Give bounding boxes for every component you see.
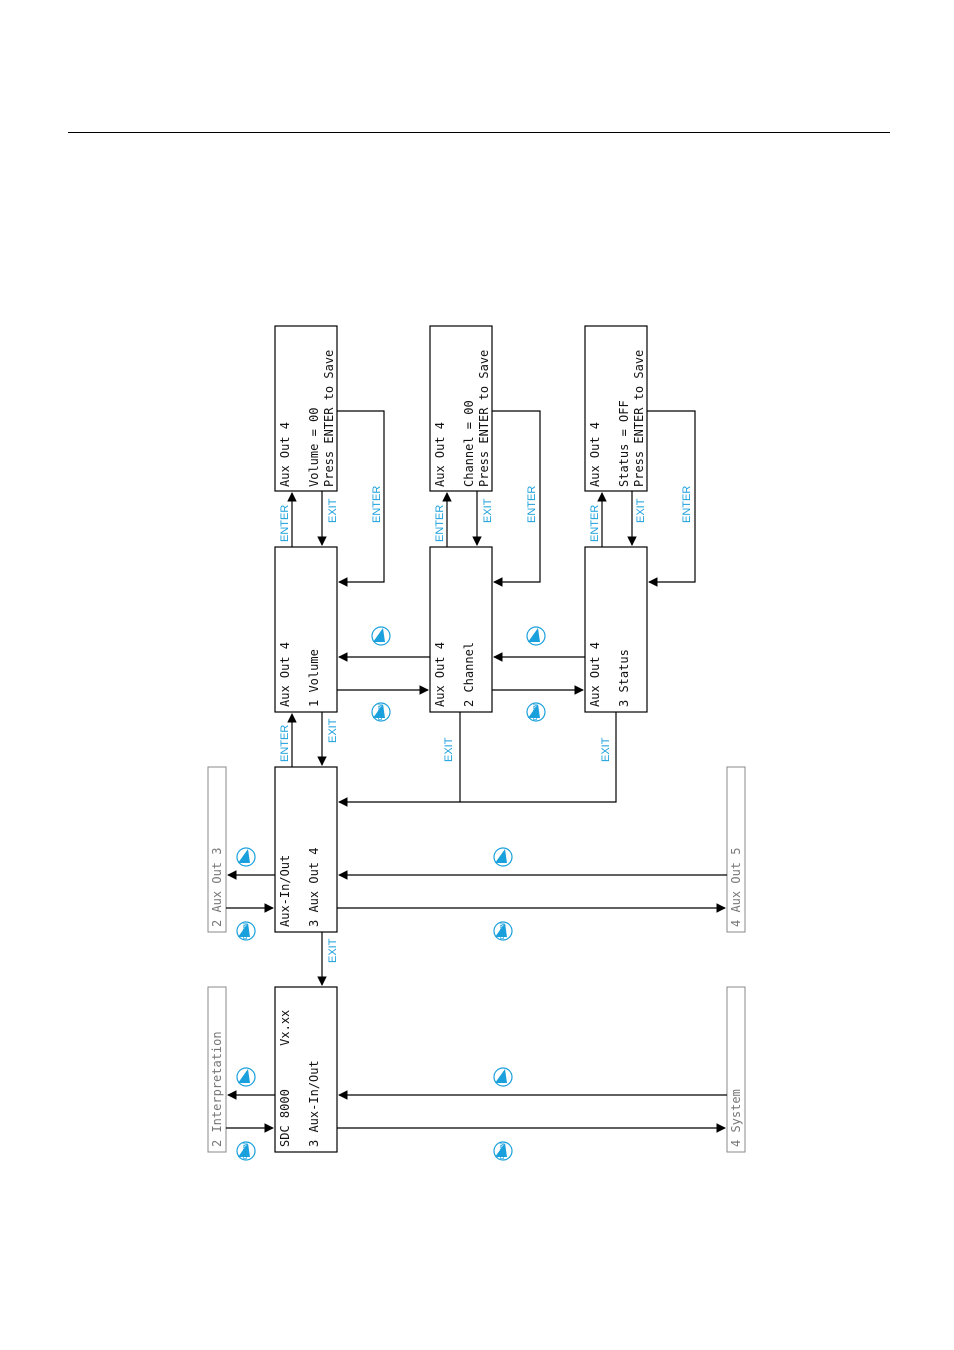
enter-label-volume-save: ENTER <box>371 486 383 523</box>
sdc-line1: SDC 8000 Vx.xx <box>278 1010 292 1147</box>
aux-in-out-box <box>274 766 338 933</box>
exit-label-auxinout: EXIT <box>327 938 339 963</box>
up-button-icon: UP <box>371 626 391 646</box>
next-auxout5-label: 4 Aux Out 5 <box>729 848 743 927</box>
status-edit-line3: Press ENTER to Save <box>632 350 646 487</box>
enter-label-volume-edit: ENTER <box>279 505 291 542</box>
auxinout-row-connectors <box>226 870 727 913</box>
svg-text:UP: UP <box>243 855 249 863</box>
status-enter-exit-connectors <box>597 410 696 587</box>
next-auxout5-box <box>726 766 746 933</box>
sdc-line2: 3 Aux-In/Out <box>307 1060 321 1147</box>
channel-edit-line1: Aux Out 4 <box>433 422 447 487</box>
down-button-icon: DOWN <box>236 921 256 941</box>
channel-line2: 2 Channel <box>462 642 476 707</box>
submenu-exit-connectors <box>338 712 617 807</box>
svg-text:DOWN: DOWN <box>378 704 384 720</box>
down-button-icon: DOWN <box>371 702 391 722</box>
status-edit-line1: Aux Out 4 <box>588 422 602 487</box>
up-button-icon: UP <box>236 1067 256 1087</box>
up-button-icon: UP <box>526 626 546 646</box>
exit-label-volume: EXIT <box>327 718 339 743</box>
status-edit-line2: Status = OFF <box>617 400 631 487</box>
volume-edit-line3: Press ENTER to Save <box>322 350 336 487</box>
down-button-icon: DOWN <box>493 1141 513 1161</box>
svg-text:UP: UP <box>378 634 384 642</box>
prev-auxout3-box <box>207 766 227 933</box>
prev-auxout3-label: 2 Aux Out 3 <box>210 848 224 927</box>
channel-edit-box <box>429 325 493 492</box>
volume-edit-box <box>274 325 338 492</box>
sdc-row-connectors <box>226 1090 727 1133</box>
up-button-icon: UP <box>236 847 256 867</box>
exit-label-volume-edit: EXIT <box>327 498 339 523</box>
prev-interpretation-label: 2 Interpretation <box>210 1031 224 1147</box>
svg-text:UP: UP <box>500 1075 506 1083</box>
channel-edit-line3: Press ENTER to Save <box>477 350 491 487</box>
svg-text:DOWN: DOWN <box>533 704 539 720</box>
down-button-icon: DOWN <box>493 921 513 941</box>
volume-edit-line1: Aux Out 4 <box>278 422 292 487</box>
sdc-box <box>274 986 338 1153</box>
enter-label-status-save: ENTER <box>681 486 693 523</box>
down-button-icon: DOWN <box>236 1141 256 1161</box>
exit-label-status-edit: EXIT <box>635 498 647 523</box>
channel-edit-line2: Channel = 00 <box>462 400 476 487</box>
status-edit-box <box>584 325 648 492</box>
svg-text:UP: UP <box>533 634 539 642</box>
volume-box <box>274 546 338 713</box>
volume-line1: Aux Out 4 <box>278 642 292 707</box>
volume-enter-exit-connectors <box>287 410 385 587</box>
enter-label-volume: ENTER <box>279 725 291 762</box>
svg-text:DOWN: DOWN <box>243 923 249 939</box>
status-line1: Aux Out 4 <box>588 642 602 707</box>
header-rule <box>68 132 890 133</box>
down-button-icon: DOWN <box>526 702 546 722</box>
exit-label-status: EXIT <box>600 737 612 762</box>
svg-text:DOWN: DOWN <box>500 1143 506 1159</box>
exit-label-channel: EXIT <box>443 737 455 762</box>
status-line2: 3 Status <box>617 649 631 707</box>
volume-edit-line2: Volume = 00 <box>307 408 321 487</box>
svg-text:UP: UP <box>500 855 506 863</box>
prev-interpretation-box <box>207 986 227 1153</box>
enter-label-status-edit: ENTER <box>589 505 601 542</box>
channel-box <box>429 546 493 713</box>
next-system-label: 4 System <box>729 1089 743 1147</box>
aux-in-out-line2: 3 Aux Out 4 <box>307 848 321 927</box>
channel-enter-exit-connectors <box>442 410 541 587</box>
channel-line1: Aux Out 4 <box>433 642 447 707</box>
svg-text:UP: UP <box>243 1075 249 1083</box>
svg-text:DOWN: DOWN <box>500 923 506 939</box>
enter-label-channel-edit: ENTER <box>434 505 446 542</box>
enter-label-channel-save: ENTER <box>526 486 538 523</box>
up-button-icon: UP <box>493 1067 513 1087</box>
aux-in-out-line1: Aux-In/Out <box>278 855 292 927</box>
svg-text:DOWN: DOWN <box>243 1143 249 1159</box>
next-system-box <box>726 986 746 1153</box>
volume-line2: 1 Volume <box>307 649 321 707</box>
exit-label-channel-edit: EXIT <box>482 498 494 523</box>
submenu-nav-connectors <box>337 652 585 695</box>
up-button-icon: UP <box>493 847 513 867</box>
auxinout-volume-connectors <box>287 712 327 767</box>
